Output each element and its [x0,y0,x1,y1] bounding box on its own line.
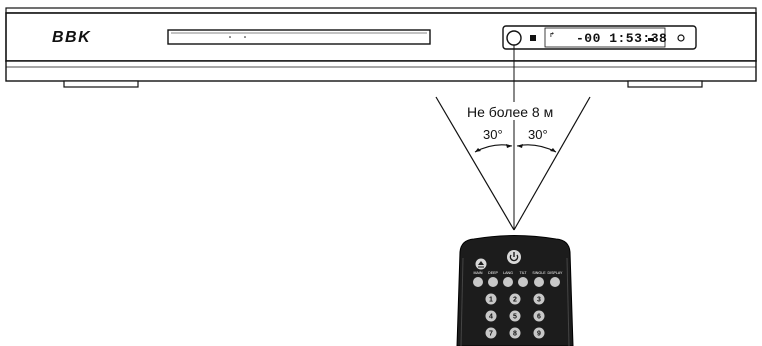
tray-dot-left [229,36,231,38]
num-button-4[interactable] [485,310,497,322]
num-label-2: 2 [513,297,517,304]
fn-button-tilt[interactable] [518,277,528,287]
num-label-4: 4 [489,314,493,321]
angle-left-label: 30° [483,127,503,142]
fn-label-main: MAIN [474,271,483,275]
ir-sensor-icon [506,30,522,46]
range-diagram: Не более 8 м 30° 30° [435,45,591,231]
dvd-player: BBK ↱ -00 1:53:38 [5,7,757,88]
player-base [5,60,757,82]
remote-edge-right [566,257,570,346]
num-button-9[interactable] [533,327,545,339]
fn-label-lang: LANG [503,271,513,275]
power-icon [509,254,519,262]
distance-label-bg [464,102,566,120]
fn-button-single[interactable] [534,277,544,287]
player-right-foot [627,80,703,88]
num-label-8: 8 [513,331,517,338]
num-label-9: 9 [537,331,541,338]
num-button-2[interactable] [509,293,521,305]
indicator-icon [530,35,536,41]
num-button-1[interactable] [485,293,497,305]
num-button-8[interactable] [509,327,521,339]
fn-button-display[interactable] [550,277,560,287]
fn-label-tilt: TILT [519,271,527,275]
num-label-5: 5 [513,314,517,321]
remote-edge-left [460,257,464,346]
disc-tray[interactable] [167,29,431,45]
distance-label: Не более 8 м [467,104,553,120]
brand-logo: BBK [52,29,91,46]
remote-control: MAIN DEEP LANG TILT SINGLE DISPLAY 1 2 3… [456,235,574,346]
num-button-7[interactable] [485,327,497,339]
player-left-foot [63,80,139,88]
angle-right-arrow-outer [550,148,556,152]
angle-left-arrow-outer [475,148,481,152]
power-led-icon[interactable] [677,34,685,42]
lcd-time-display: -00 1:53:38 [576,31,667,46]
lcd-arrow-icon: ↱ [550,32,554,40]
eject-icon [478,261,484,268]
num-label-6: 6 [537,314,541,321]
num-button-5[interactable] [509,310,521,322]
num-label-3: 3 [537,297,541,304]
fn-button-deep[interactable] [488,277,498,287]
function-label-row: MAIN DEEP LANG TILT SINGLE DISPLAY [474,271,564,275]
angle-left-arrow-inner [506,144,512,148]
lcd-panel [544,27,666,48]
cone-left-line [435,96,515,231]
fn-label-display: DISPLAY [548,271,564,275]
angle-right-label: 30° [528,127,548,142]
fn-label-deep: DEEP [488,271,498,275]
num-button-6[interactable] [533,310,545,322]
fn-button-main[interactable] [473,277,483,287]
lcd-dash-icon [648,38,654,41]
num-label-7: 7 [489,331,493,338]
fn-label-single: SINGLE [532,271,546,275]
num-button-3[interactable] [533,293,545,305]
tray-dot-right [244,36,246,38]
fn-button-lang[interactable] [503,277,513,287]
cone-right-line [513,96,591,231]
angle-right-arrow-inner [517,144,523,148]
numeric-keypad: 1 2 3 4 5 6 7 8 9 [485,293,545,339]
function-button-row [473,277,560,287]
num-label-1: 1 [489,297,493,304]
